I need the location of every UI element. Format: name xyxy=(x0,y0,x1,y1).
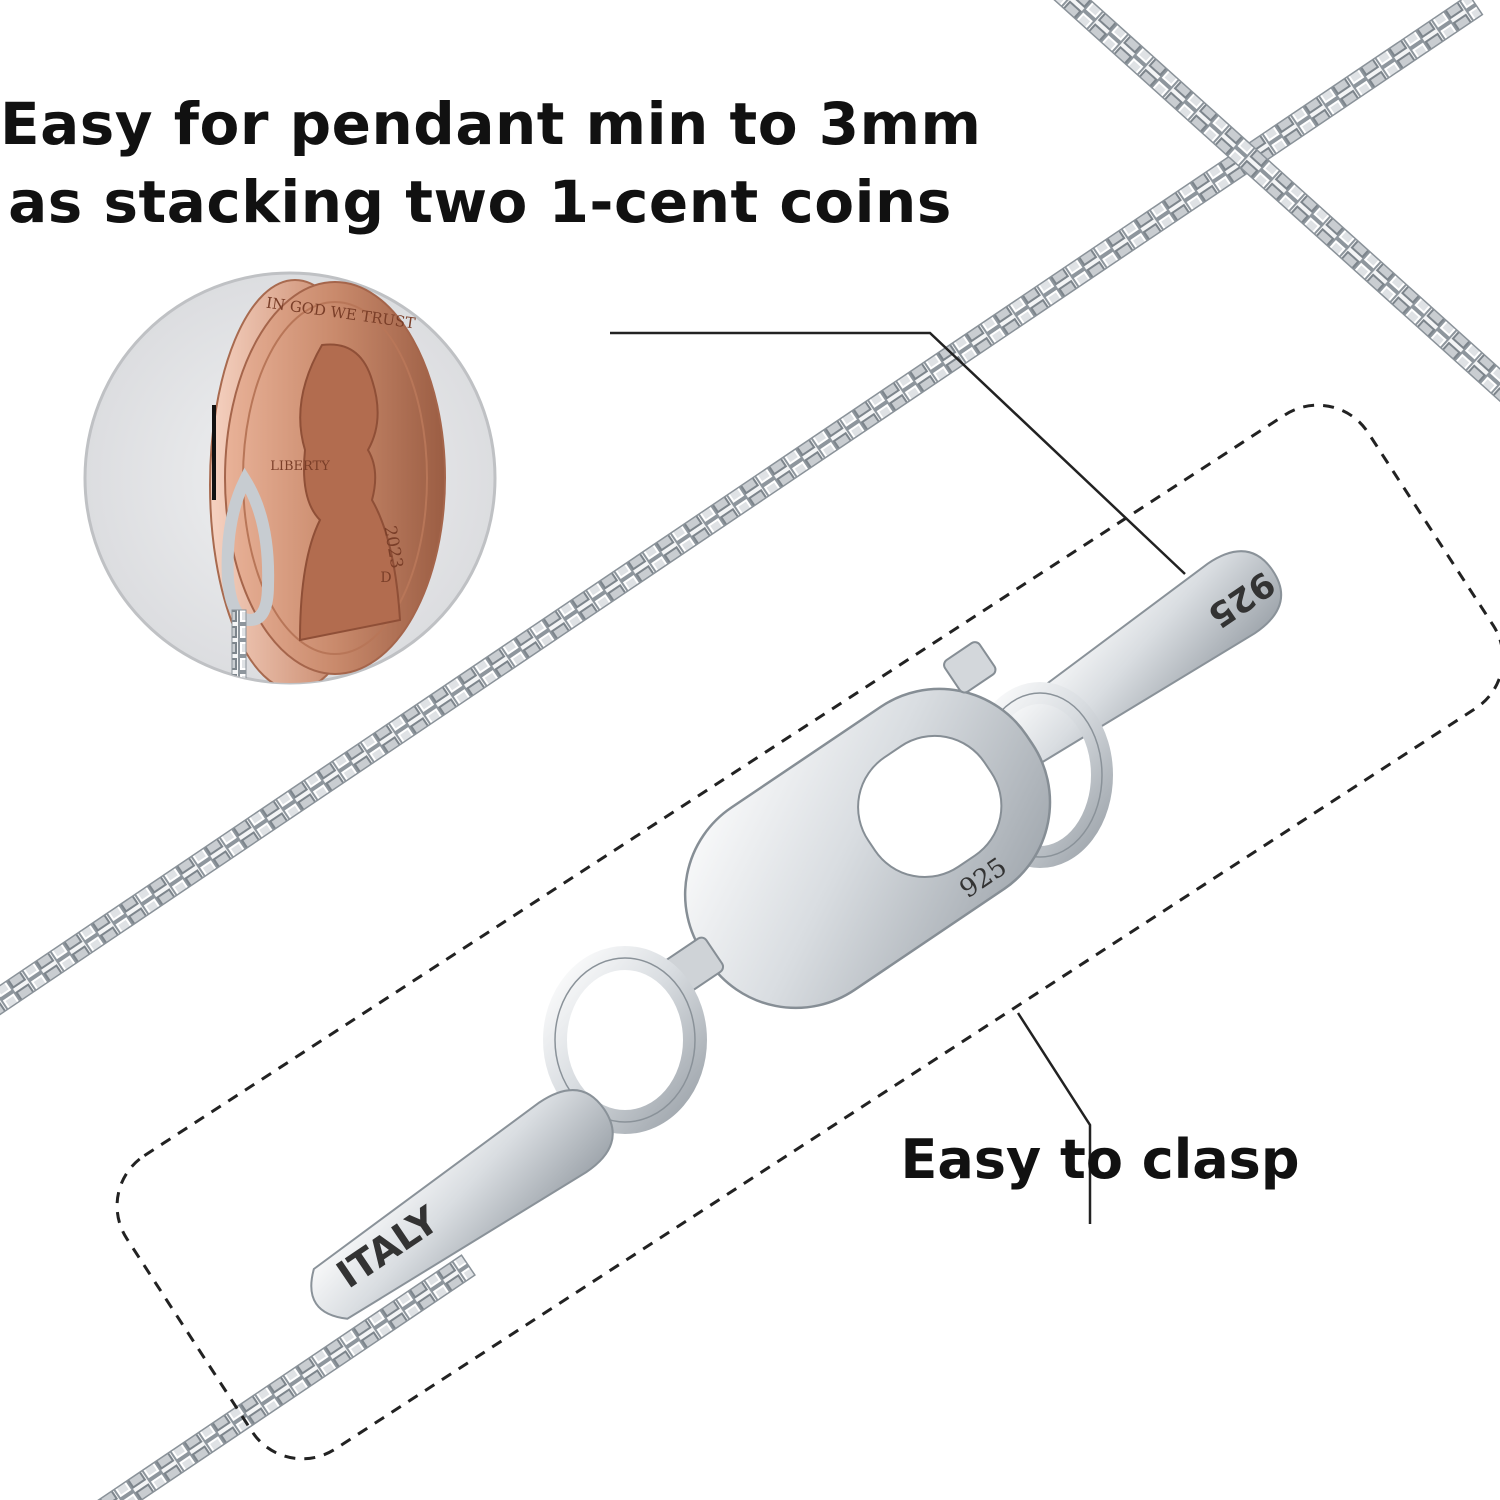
leader-line-pendant xyxy=(610,331,1186,575)
lincoln-portrait xyxy=(298,343,402,642)
clasp-end-tab-lower xyxy=(310,1089,614,1320)
headline-line-1: Easy for pendant min to 3mm xyxy=(0,90,982,158)
coin-mint-mark: D xyxy=(380,570,391,586)
coin-liberty: LIBERTY xyxy=(270,459,330,474)
box-chain-upper xyxy=(0,0,1484,1045)
headline: Easy for pendant min to 3mm as stacking … xyxy=(0,85,982,241)
headline-line-2: as stacking two 1-cent coins xyxy=(8,168,952,236)
pendant-bail xyxy=(221,467,275,627)
leader-line-clasp xyxy=(1016,1012,1092,1224)
pendant-size-inset: IN GOD WE TRUST LIBERTY 2023 D xyxy=(83,271,497,685)
callout-easy-to-clasp: Easy to clasp xyxy=(900,1128,1300,1191)
clasp-jump-ring-lower xyxy=(543,946,707,1134)
box-chain-lower xyxy=(95,0,1500,1500)
lobster-clasp xyxy=(654,641,1052,1010)
